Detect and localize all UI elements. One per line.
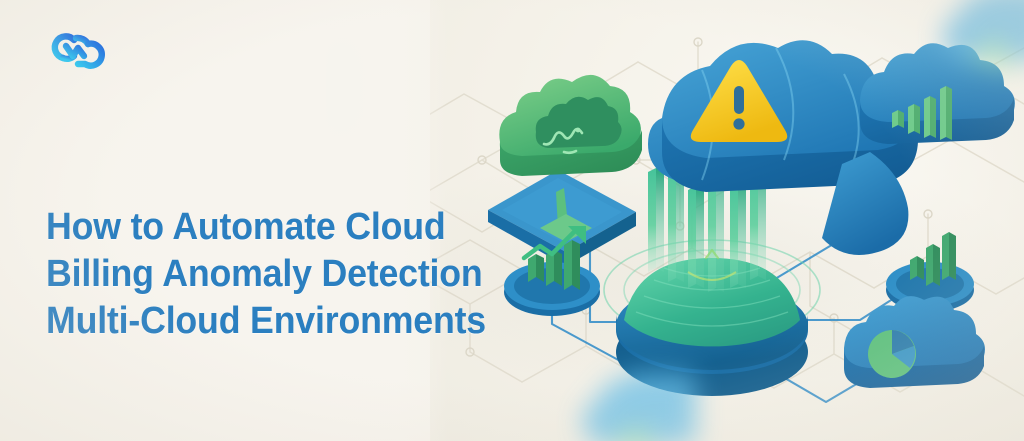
warning-triangle-icon [690, 60, 788, 142]
headline-line-3: Multi-Cloud Environments [46, 300, 486, 342]
node-topright-bar-cloud [860, 43, 1015, 144]
node-right-bar-podium [886, 232, 974, 312]
topright-bar-chart-icon [892, 86, 952, 140]
node-left-trend-podium [504, 226, 600, 316]
dome-accent-caret [704, 248, 720, 260]
center-cloud-body [648, 40, 918, 255]
illustration-stage [440, 40, 1024, 404]
right-podium-bars [910, 232, 956, 286]
trend-bars [528, 240, 580, 290]
left-panel-overlay [0, 0, 448, 441]
cloud-infinity-logo[interactable] [44, 26, 106, 76]
headline-line-1: How to Automate Cloud [46, 206, 446, 248]
page-title: How to Automate Cloud Billing Anomaly De… [46, 204, 486, 345]
pie-chart-icon [868, 330, 916, 378]
node-center-alert-cloud [603, 40, 918, 396]
left-cloud-body [499, 74, 642, 176]
node-left-green-cloud [488, 74, 642, 266]
decor-cloud-bottom-mid [566, 372, 696, 441]
headline-line-2: Billing Anomaly Detection [46, 253, 483, 295]
trend-arrow-head [568, 226, 586, 244]
dome-accent [687, 271, 737, 281]
decor-cloud-top-right [926, 0, 1024, 90]
node-bottomright-pie-cloud [844, 296, 985, 388]
trending-up-icon [521, 229, 577, 261]
pulse-wave-icon [535, 96, 622, 155]
